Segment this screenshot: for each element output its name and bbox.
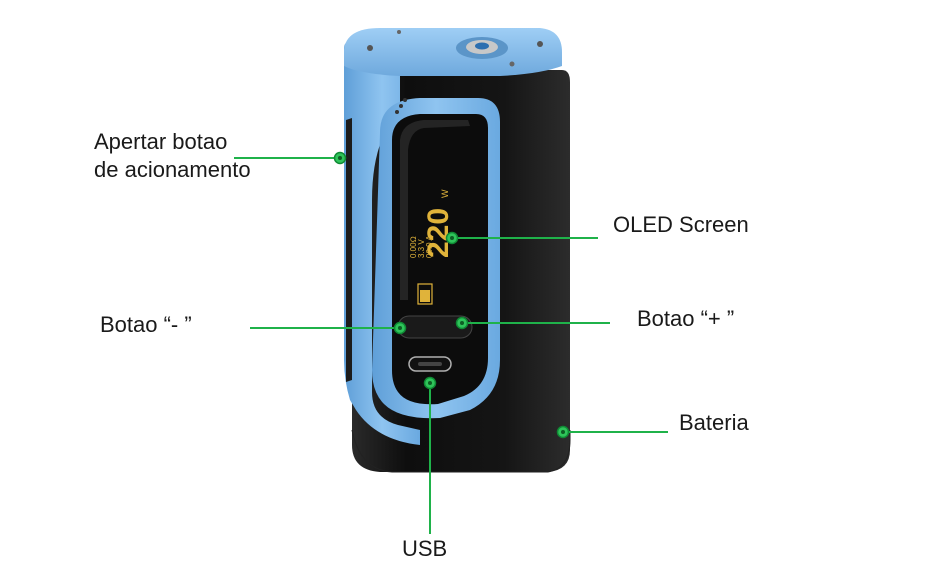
minus-button-label: Botao “- ” xyxy=(100,312,192,337)
callout-lines xyxy=(234,157,668,534)
battery-level-icon xyxy=(417,283,433,305)
plus-button-label: Botao “+ ” xyxy=(637,306,735,331)
blue-side-panel xyxy=(344,40,420,445)
top-cap xyxy=(344,28,562,76)
oled-screen: 220 W 0.00Ω 3.3 V 00.0 A xyxy=(409,189,455,305)
battery-label: Bateria xyxy=(679,410,749,435)
oled-resistance: 0.00Ω xyxy=(409,236,418,258)
fire-button-label-line1: Apertar botao xyxy=(94,129,228,154)
fire-button-label: Apertar botao de acionamento xyxy=(94,128,251,184)
oled-wattage-unit: W xyxy=(440,189,450,198)
usb-label: USB xyxy=(402,536,448,561)
oled-voltage: 3.3 V xyxy=(417,239,426,258)
callout-dots xyxy=(333,151,570,439)
fire-button-label-line2: de acionamento xyxy=(94,157,251,182)
fire-button xyxy=(346,118,352,382)
oled-screen-label: OLED Screen xyxy=(613,212,749,237)
oled-current: 00.0 A xyxy=(425,235,434,258)
